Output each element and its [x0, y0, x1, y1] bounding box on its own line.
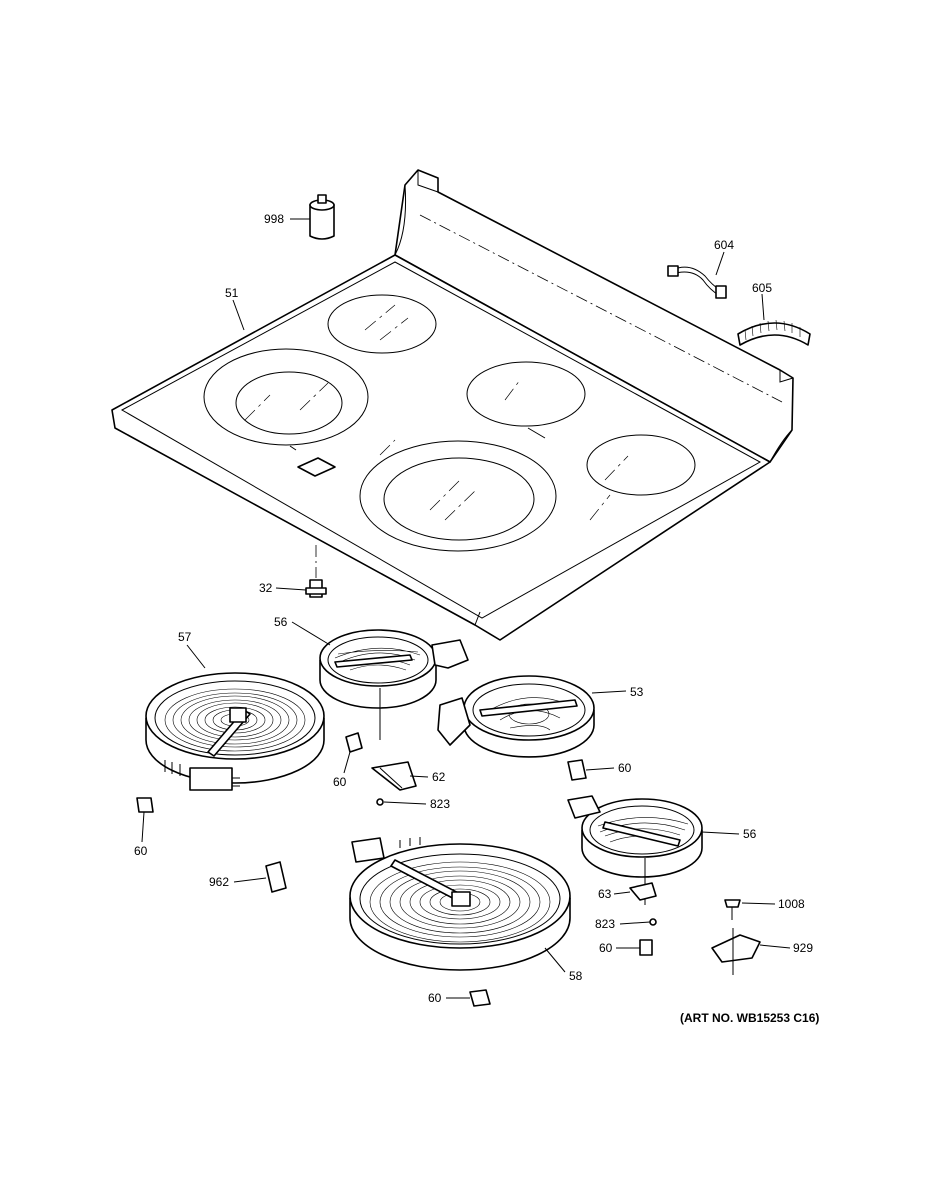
part-labels: 998 51 604 605 32 56 57 53 60 62 823 60 …: [134, 212, 819, 1025]
clip-60-b: [567, 759, 587, 781]
radiant-element-58: [349, 837, 571, 971]
label-929: 929: [793, 941, 813, 955]
label-60-a: 60: [333, 775, 347, 789]
label-998: 998: [264, 212, 284, 226]
art-number: (ART NO. WB15253 C16): [680, 1011, 819, 1025]
label-51: 51: [225, 286, 239, 300]
label-57: 57: [178, 630, 192, 644]
label-605: 605: [752, 281, 772, 295]
label-604: 604: [714, 238, 734, 252]
glass-cooktop: [111, 169, 794, 641]
radiant-element-56-lower: [567, 795, 703, 905]
label-32: 32: [259, 581, 273, 595]
screw-1008: [724, 899, 741, 920]
label-962: 962: [209, 875, 229, 889]
clip-60-c: [136, 797, 154, 813]
label-60-c: 60: [134, 844, 148, 858]
label-63: 63: [598, 887, 612, 901]
label-56-lower: 56: [743, 827, 757, 841]
leader-lines: [141, 218, 791, 999]
radiant-element-56-upper: [319, 629, 469, 740]
clip-60-a: [345, 732, 363, 753]
label-58: 58: [569, 969, 583, 983]
clip-962: [265, 861, 287, 893]
label-823-a: 823: [430, 797, 450, 811]
radiant-element-57: [145, 672, 325, 791]
label-62: 62: [432, 770, 446, 784]
label-60-d: 60: [599, 941, 613, 955]
ribbon-cable: [737, 319, 811, 346]
label-60-e: 60: [428, 991, 442, 1005]
radiant-element-53: [437, 675, 595, 758]
label-53: 53: [630, 685, 644, 699]
clip-60-e: [469, 989, 491, 1007]
silicone-bottle: [309, 194, 335, 240]
sensor-929: [711, 928, 761, 975]
bracket-62: [371, 761, 417, 806]
label-823-b: 823: [595, 917, 615, 931]
small-parts-right: [629, 882, 657, 956]
label-1008: 1008: [778, 897, 805, 911]
label-60-b: 60: [618, 761, 632, 775]
label-56-upper: 56: [274, 615, 288, 629]
limit-switch: [305, 545, 327, 598]
wire-harness: [667, 265, 727, 299]
